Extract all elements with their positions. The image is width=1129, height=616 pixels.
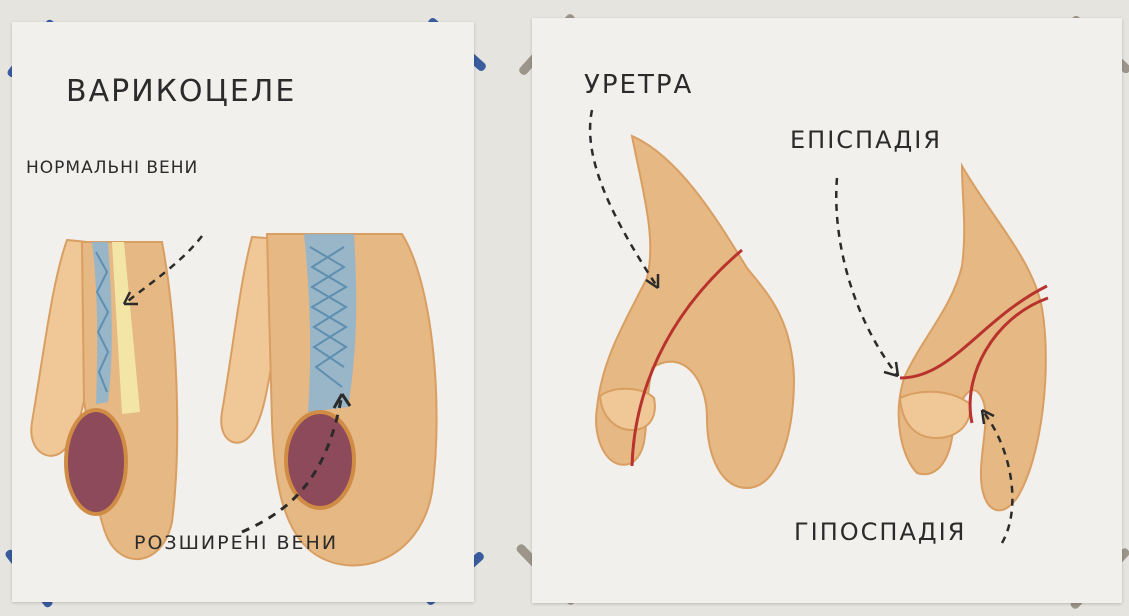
label-normal-veins: НОРМАЛЬНІ ВЕНИ [26,158,198,178]
varicocele-illustration [12,22,474,602]
label-urethra: УРЕТРА [584,70,693,100]
normal-anatomy-figure [31,240,177,559]
dilated-anatomy-figure [221,234,436,566]
label-hypospadias: ГІПОСПАДІЯ [794,518,966,546]
title-varicocele: ВАРИКОЦЕЛЕ [66,74,296,109]
urethra-illustration [532,18,1122,603]
arrow-epispadias [836,178,898,376]
varicocele-card: ВАРИКОЦЕЛЕ НОРМАЛЬНІ ВЕНИ РОЗШИРЕНІ ВЕНИ [12,22,474,602]
normal-urethra-figure [596,136,794,488]
label-epispadias: ЕПІСПАДІЯ [790,126,942,154]
label-dilated-veins: РОЗШИРЕНІ ВЕНИ [134,532,338,554]
urethral-defects-card: УРЕТРА ЕПІСПАДІЯ ГІПОСПАДІЯ [532,18,1122,603]
defect-urethra-figure [899,166,1048,510]
